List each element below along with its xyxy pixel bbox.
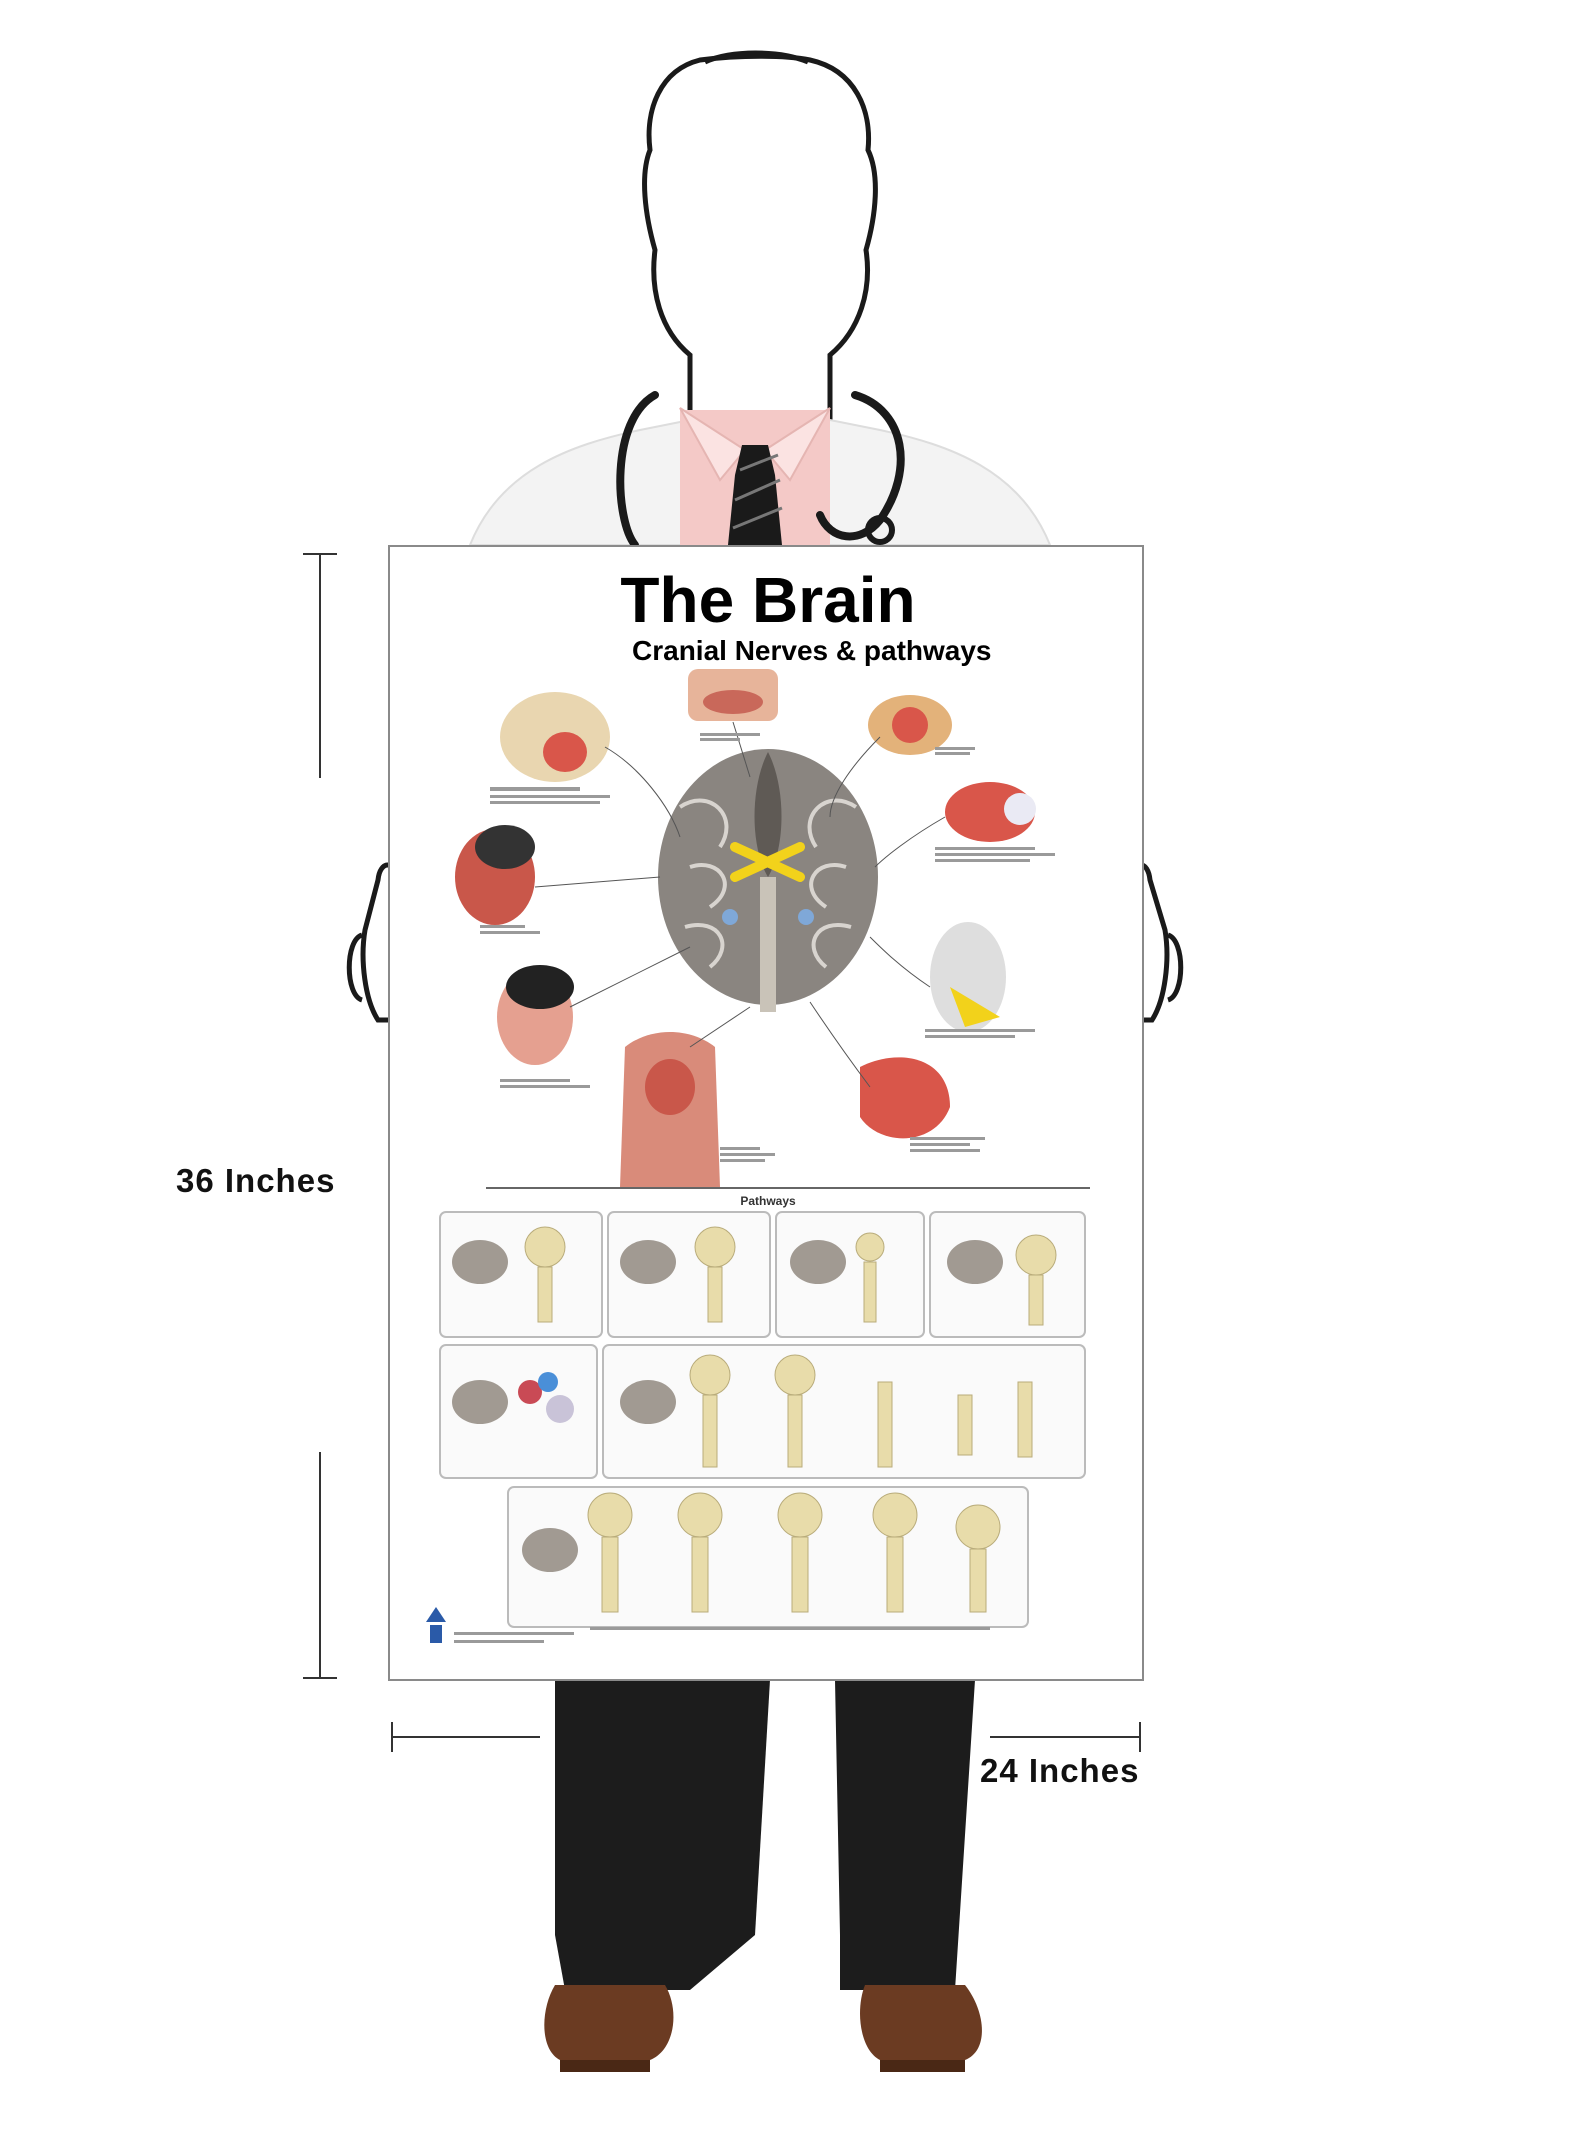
eye-muscles-image <box>945 782 1036 842</box>
eye-image <box>868 695 952 755</box>
torso-image <box>620 1032 720 1187</box>
poster-title: The Brain <box>620 564 916 636</box>
left-shoe <box>544 1985 674 2060</box>
tongue-image <box>860 1057 950 1139</box>
stethoscope-icon <box>616 391 905 549</box>
inner-ear-image <box>930 922 1006 1032</box>
face-profile-image <box>455 825 535 925</box>
height-label: 36 Inches <box>176 1162 336 1199</box>
poster-artwork <box>426 669 1090 1643</box>
trousers <box>555 1680 770 1990</box>
jaw-image <box>500 692 610 782</box>
publisher-logo-icon <box>426 1607 446 1643</box>
pathways-panels <box>439 1211 1086 1628</box>
poster-subtitle: Cranial Nerves & pathways <box>632 635 992 666</box>
face-icons <box>518 1372 574 1423</box>
width-label: 24 Inches <box>980 1752 1140 1789</box>
brain-inferior-view-icon <box>658 749 878 1012</box>
nose-image <box>688 669 778 721</box>
head-outline <box>642 53 878 423</box>
right-shoe <box>860 1985 982 2060</box>
pathways-heading: Pathways <box>740 1194 796 1208</box>
height-dimension <box>303 553 337 1679</box>
neck-profile-image <box>497 965 574 1065</box>
width-dimension <box>391 1722 1141 1752</box>
brain-poster: The Brain Cranial Nerves & pathways Path… <box>388 545 1144 1681</box>
